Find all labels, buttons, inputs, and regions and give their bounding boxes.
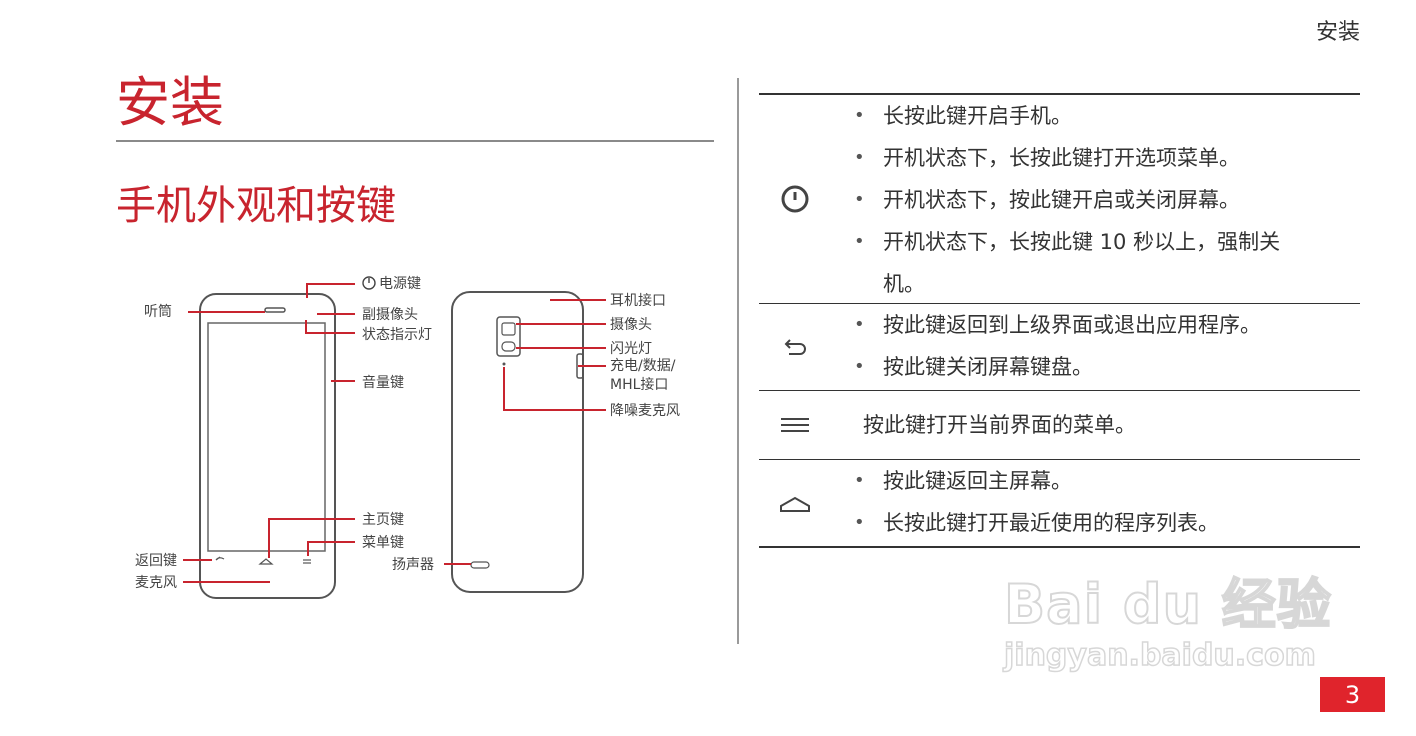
label-speaker: 扬声器 [392, 557, 434, 573]
table-row-power: 长按此键开启手机。 开机状态下，长按此键打开选项菜单。 开机状态下，按此键开启或… [759, 93, 1360, 303]
list-item: 长按此键开启手机。 [759, 95, 1360, 137]
front-labels: 听筒 电源键 副摄像头 状态指示灯 音量键 主页键 菜单键 返回键 麦克风 [135, 276, 432, 591]
list-item: 按此键返回主屏幕。 [759, 460, 1360, 502]
table-row-back: 按此键返回到上级界面或退出应用程序。 按此键关闭屏幕键盘。 [759, 303, 1360, 390]
back-phone [451, 291, 584, 593]
table-row-menu: 按此键打开当前界面的菜单。 [759, 390, 1360, 459]
watermark-main: Bai du 经验 [1003, 572, 1332, 637]
menu-icon [781, 418, 809, 432]
page-number: 3 [1320, 677, 1385, 712]
title-rule [116, 140, 714, 142]
label-port-line2: MHL接口 [610, 376, 668, 393]
back-labels: 耳机接口 摄像头 闪光灯 充电/数据/ MHL接口 降噪麦克风 扬声器 [392, 292, 680, 573]
front-callouts [183, 283, 355, 583]
label-front-camera: 副摄像头 [362, 307, 418, 323]
list-item: 开机状态下，按此键开启或关闭屏幕。 [759, 179, 1360, 221]
table-row-home: 按此键返回主屏幕。 长按此键打开最近使用的程序列表。 [759, 459, 1360, 548]
keys-table: 长按此键开启手机。 开机状态下，长按此键打开选项菜单。 开机状态下，按此键开启或… [759, 93, 1360, 548]
label-home-key: 主页键 [362, 512, 404, 528]
baidu-watermark: Bai du 经验 jingyan.baidu.com [1003, 560, 1334, 675]
watermark-url: jingyan.baidu.com [1003, 637, 1316, 674]
label-noise-mic: 降噪麦克风 [610, 403, 680, 419]
label-status-light: 状态指示灯 [362, 327, 432, 343]
list-item: 按此键返回到上级界面或退出应用程序。 [759, 304, 1360, 346]
label-back-key: 返回键 [135, 553, 177, 569]
header-section-title: 安装 [1316, 20, 1361, 45]
label-microphone: 麦克风 [135, 575, 177, 591]
list-item: 长按此键打开最近使用的程序列表。 [759, 502, 1360, 544]
phone-diagram: 听筒 电源键 副摄像头 状态指示灯 音量键 主页键 菜单键 返回键 麦克风 耳机… [135, 276, 680, 599]
label-volume-key: 音量键 [362, 374, 404, 391]
label-menu-key: 菜单键 [362, 535, 404, 551]
section-heading: 手机外观和按键 [116, 183, 396, 229]
column-divider [737, 78, 739, 644]
label-power-key: 电源键 [379, 276, 421, 292]
list-item: 按此键关闭屏幕键盘。 [759, 346, 1360, 388]
list-item-continued: 机。 [883, 272, 925, 296]
front-phone [199, 293, 336, 599]
label-earpiece: 听筒 [144, 303, 172, 320]
page-title: 安装 [116, 71, 224, 134]
power-key-glyph-icon [362, 276, 376, 290]
front-back-key-icon [215, 556, 225, 561]
label-flash: 闪光灯 [610, 341, 652, 357]
list-item: 开机状态下，长按此键打开选项菜单。 [759, 137, 1360, 179]
menu-key-description: 按此键打开当前界面的菜单。 [863, 413, 1136, 437]
front-home-key-icon [258, 558, 274, 565]
label-headset-jack: 耳机接口 [610, 292, 666, 309]
back-callouts [444, 299, 606, 565]
label-camera: 摄像头 [610, 317, 652, 333]
list-item: 开机状态下，长按此键 10 秒以上，强制关 [759, 221, 1360, 263]
label-port-line1: 充电/数据/ [610, 358, 676, 374]
